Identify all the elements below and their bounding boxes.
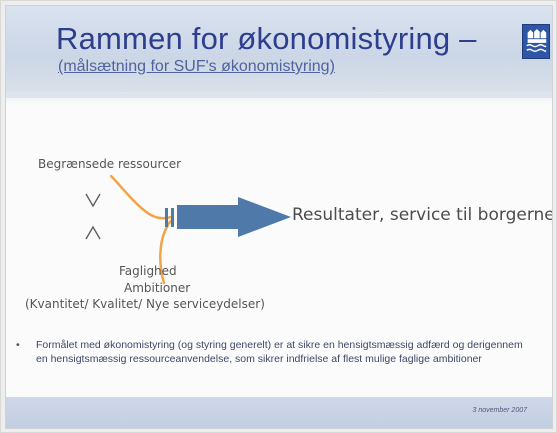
quality-label: (Kvantitet/ Kvalitet/ Nye serviceydelser… [25, 297, 265, 311]
slide-subtitle: (målsætning for SUF's økonomistyring) [58, 58, 335, 75]
slide: Rammen for økonomistyring – (målsætning … [5, 5, 553, 429]
logo-graphic [523, 25, 549, 58]
professionalism-label: Faglighed [119, 264, 177, 278]
city-crest-icon [522, 24, 550, 59]
chevron-up-icon [83, 190, 103, 210]
ambitions-label: Ambitioner [124, 281, 191, 295]
limited-resources-label: Begrænsede ressourcer [38, 157, 182, 171]
bullet-text: Formålet med økonomistyring (og styring … [36, 339, 523, 365]
chevron-down-icon [83, 223, 103, 243]
slide-title: Rammen for økonomistyring – [56, 21, 477, 56]
header-fade [6, 92, 552, 104]
bullet-dot-icon: • [16, 339, 20, 351]
slide-header [6, 6, 552, 98]
flow-arrow-icon [110, 175, 300, 293]
slide-footer: 3 november 2007 [6, 397, 552, 428]
footer-date: 3 november 2007 [472, 407, 527, 414]
framework-diagram: Begrænsede ressourcer [6, 6, 553, 336]
results-label: Resultater, service til borgerne [292, 205, 553, 225]
bullet-section: • Formålet med økonomistyring (og styrin… [16, 339, 536, 366]
